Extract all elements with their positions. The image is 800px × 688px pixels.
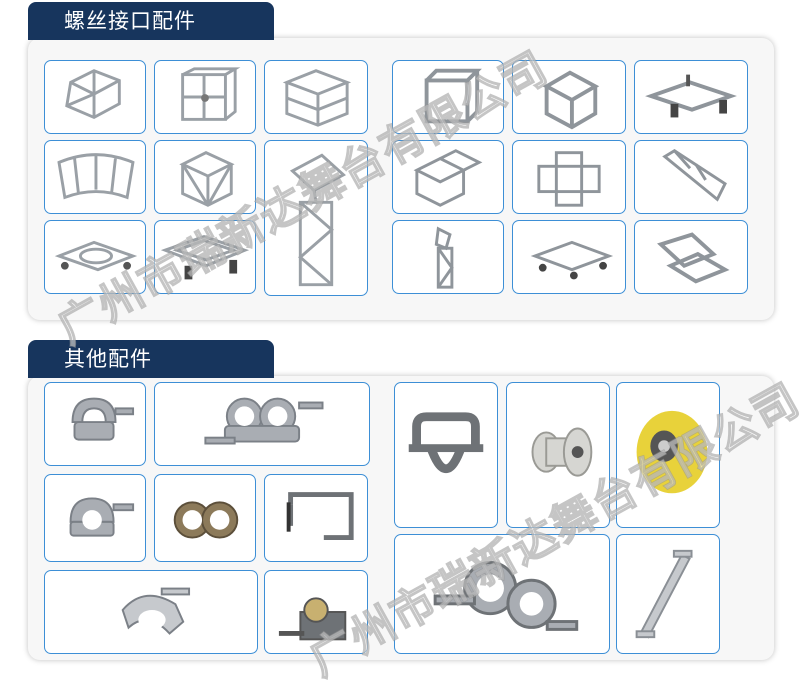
product-truss-corner-cube[interactable] [44,60,146,134]
product-truss-cross-junction[interactable] [512,140,626,214]
product-truss-t-junction[interactable] [392,140,504,214]
product-truss-hinge-tower[interactable] [264,140,368,296]
product-truss-tapered-section[interactable] [634,140,748,214]
product-truss-square-block[interactable] [264,60,368,134]
section-tab-other-accessories: 其他配件 [28,340,274,378]
product-truss-base-frame[interactable] [634,60,748,134]
product-large-swivel-coupler[interactable] [394,534,610,654]
product-rail-bracket[interactable] [616,534,720,654]
product-truss-box-corner[interactable] [154,60,256,134]
product-polyurethane-wheel[interactable] [616,382,720,528]
product-truss-wheel-base[interactable] [512,220,626,294]
product-truss-cube-junction[interactable] [154,140,256,214]
product-truss-cube-frame[interactable] [392,60,504,134]
product-truss-square-base[interactable] [154,220,256,294]
section-title: 其他配件 [64,347,152,371]
product-hook-clamp[interactable] [44,570,258,654]
product-half-coupler-clamp[interactable] [44,382,146,466]
product-truss-angled-column[interactable] [392,220,504,294]
product-d-shackle[interactable] [394,382,498,528]
product-half-coupler-small[interactable] [44,474,146,562]
product-scaffold-coupler[interactable] [154,474,256,562]
product-truss-curved-section[interactable] [44,140,146,214]
product-caster-wheel[interactable] [264,570,368,654]
product-cable-pulley-wheel[interactable] [506,382,610,528]
product-g-clamp[interactable] [264,474,368,562]
product-truss-multi-corner[interactable] [634,220,748,294]
product-truss-cube-joint[interactable] [512,60,626,134]
section-title: 螺丝接口配件 [64,9,196,33]
product-truss-base-plate[interactable] [44,220,146,294]
section-tab-screw-connectors: 螺丝接口配件 [28,2,274,40]
product-double-swivel-coupler[interactable] [154,382,370,466]
